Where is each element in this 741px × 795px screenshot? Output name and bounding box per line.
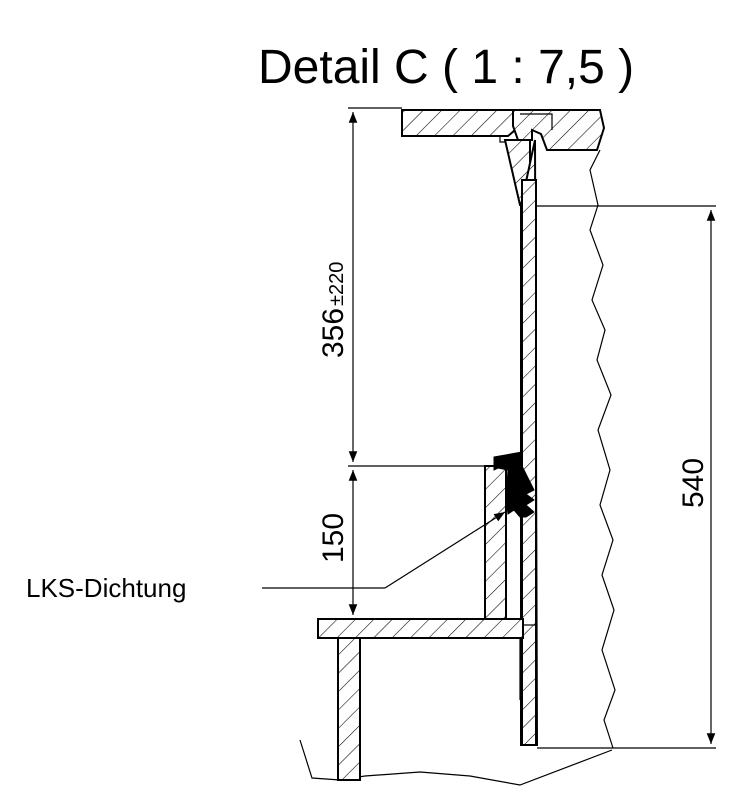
support-slab: [317, 618, 524, 639]
lower-ring: [484, 465, 507, 620]
break-line: [589, 149, 616, 749]
dim-upper-tolerance: ±220: [326, 262, 348, 306]
lower-leg: [337, 637, 361, 781]
lower-ring-gap: [505, 499, 523, 620]
dimension-lower: 150: [317, 470, 358, 620]
seal-callout: LKS-Dichtung: [26, 511, 506, 603]
dimension-upper: 356 ±220: [317, 107, 485, 467]
top-frame: [401, 109, 606, 151]
callout-leader: [384, 511, 506, 589]
detail-title: Detail C ( 1 : 7,5 ): [258, 41, 634, 94]
dimension-right: 540: [537, 205, 716, 749]
shaft-wall-body: [521, 179, 537, 746]
dim-right-value: 540: [677, 458, 710, 508]
lks-seal: [493, 451, 535, 518]
top-frame-profile: [512, 109, 606, 151]
dim-lower-value: 150: [317, 513, 350, 563]
callout-label: LKS-Dichtung: [26, 573, 186, 603]
top-frame-seal-line: [520, 113, 553, 130]
top-cover-plate: [401, 109, 521, 137]
bottom-break-line: [299, 739, 613, 786]
dim-upper-value: 356: [317, 308, 350, 358]
